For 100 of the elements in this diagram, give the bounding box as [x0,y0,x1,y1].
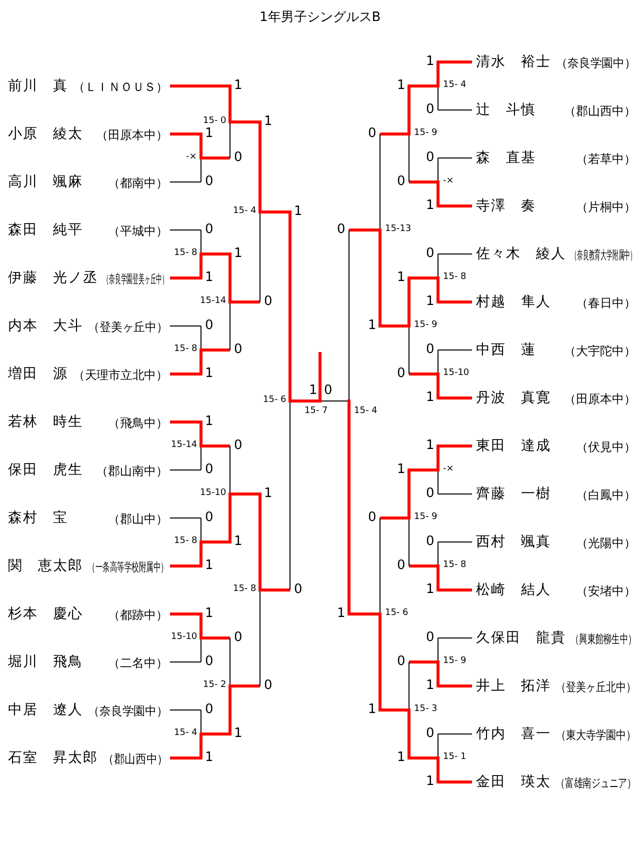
bracket-line [380,708,409,712]
player-name: 堀川 飛鳥 [8,654,83,670]
player-name: 増田 源 [8,366,68,382]
affiliation-text: （ＬＩＮＯＵＳ） [72,79,168,95]
bracket-junction [436,254,440,304]
match-score: 15- 6 [385,608,408,618]
match-score: 15- 3 [414,704,438,714]
match-score: 15- 4 [443,80,466,90]
match-score: 15-14 [200,296,226,306]
match-score: 15- 9 [414,128,438,138]
match-score: 15- 0 [203,116,226,126]
player-name: 保田 虎生 [8,462,83,478]
affiliation-text: （片桐中） [576,199,636,215]
bracket-line [170,564,201,568]
player-name: 佐々木 綾人 [476,246,566,262]
affiliation-text: （奈良学園中） [88,703,168,719]
bracket-line [438,780,472,784]
player-name: 辻 斗慎 [476,102,536,118]
bracket-junction [378,134,382,328]
affiliation-text: （一条高等学校附属中） [88,559,168,575]
player-name: 杉本 慶心 [8,606,83,622]
player-name: 村越 隼人 [476,294,551,310]
bracket-line [260,588,290,592]
player-name: 齊藤 一樹 [476,486,551,502]
bracket-junction [436,734,440,784]
match-score: 15-13 [385,224,412,234]
bracket-line [320,400,350,402]
bracket-junction [228,638,232,736]
bracket-junction [200,420,202,470]
bracket-line [230,120,260,124]
bracket-line [409,564,438,568]
match-score: -× [443,464,454,474]
bracket-line [170,420,201,424]
match-score: 15-10 [200,488,226,498]
bracket-line [438,396,472,400]
bracket-line [170,276,201,280]
player-name: 前川 真 [8,78,68,94]
affiliation-text: （伏見中） [576,439,636,455]
affiliation-text: （奈良学園登美ヶ丘中） [103,271,168,287]
affiliation-text: （若草中） [576,151,636,167]
player-name: 金田 瑛太 [476,774,551,790]
bracket-line [230,492,260,496]
player-name: 丹波 真寛 [476,390,551,406]
player-name: 森 直基 [476,150,536,166]
bracket-line [409,468,438,472]
match-score: 15-14 [171,440,198,450]
player-name: 内本 大斗 [8,318,83,334]
bracket-line [201,732,230,736]
bracket-junction [228,84,232,158]
bracket-junction [408,84,410,182]
bracket-junction [200,710,202,760]
affiliation-text: （郡山中） [108,511,168,527]
match-score: 15- 8 [443,560,466,570]
match-score: 15- 8 [443,272,466,282]
player-name: 松崎 結人 [476,582,551,598]
bracket-junction [378,518,382,712]
player-name: 若林 時生 [8,414,83,430]
bracket-line [409,84,438,88]
affiliation-text: （富雄南ジュニア） [556,775,636,791]
bracket-line [170,132,201,136]
bracket-junction [288,210,292,590]
bracket-line [170,372,201,376]
bracket-line [409,372,438,376]
player-name: 西村 颯真 [476,534,551,550]
match-score: 15-10 [171,632,198,642]
bracket-line [201,348,230,352]
player-name: 高川 颯麻 [8,174,83,190]
match-score: 15-10 [443,368,470,378]
match-score: 15- 8 [174,248,198,258]
affiliation-text: （光陽中） [576,535,636,551]
affiliation-text: （大宇陀中） [564,343,636,359]
bracket-line [349,228,380,232]
bracket-junction [408,276,410,374]
player-name: 小原 綾太 [8,126,83,142]
match-score: 15- 6 [263,394,286,406]
affiliation-text: （興東館柳生中） [571,631,636,647]
match-score: 15- 1 [443,752,466,762]
match-score: 15- 8 [233,584,256,594]
bracket-junction [436,542,440,592]
bracket-line [438,300,472,304]
bracket-line [170,84,230,88]
affiliation-text: （東大寺学園中） [556,727,636,743]
match-score: 15- 9 [414,512,438,522]
player-name: 東田 達成 [476,438,551,454]
bracket-junction [436,60,440,110]
bracket-line [201,156,230,160]
bracket-junction [200,326,202,376]
bracket-junction [258,492,262,686]
bracket-line [409,756,438,760]
bracket-line [201,252,230,256]
player-name: 伊藤 光ノ丞 [8,270,98,286]
match-score: 15- 8 [174,536,198,546]
affiliation-text: （天理市立北中） [72,367,168,383]
bracket-line [170,756,201,760]
bracket-line [380,516,409,520]
affiliation-text: （平城中） [108,223,168,239]
bracket-line [260,210,290,214]
bracket-line [409,660,438,664]
affiliation-text: （都跡中） [108,607,168,623]
bracket-line [438,684,472,688]
